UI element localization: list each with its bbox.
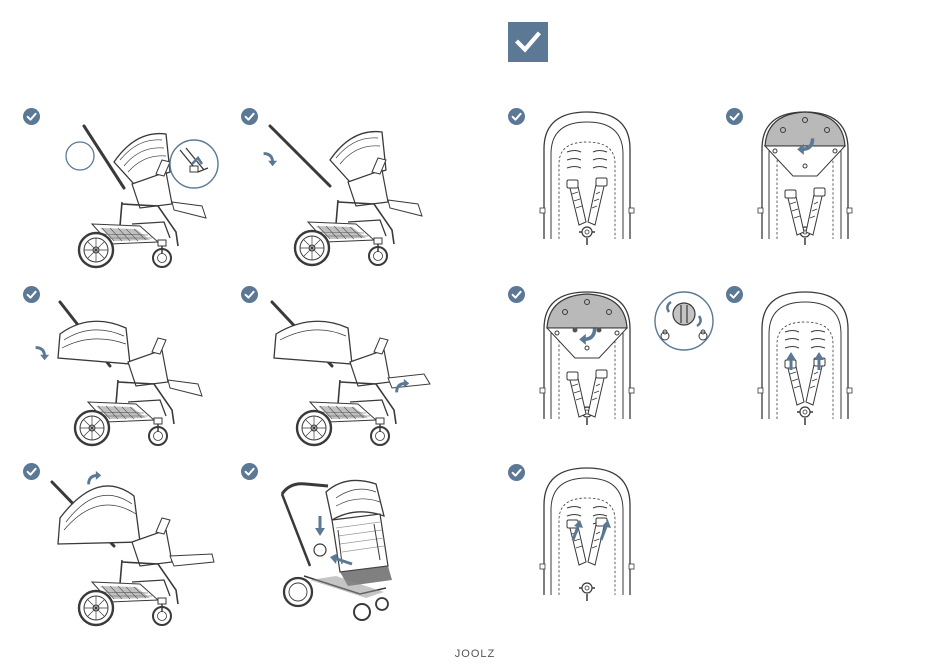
checkmark-icon — [508, 22, 548, 62]
check-circle-icon — [726, 286, 743, 303]
stroller-step-3-illustration — [30, 298, 210, 448]
check-circle-icon — [508, 108, 525, 125]
check-circle-icon — [241, 108, 258, 125]
check-circle-icon — [23, 463, 40, 480]
stroller-step-6-illustration — [276, 476, 406, 626]
brand-logo: JOOLZ — [0, 648, 950, 660]
seat-harness-step-5-illustration — [539, 460, 635, 606]
check-circle-icon — [726, 108, 743, 125]
detail-circle-handle — [168, 138, 220, 190]
seat-harness-step-2-illustration — [757, 104, 853, 250]
stroller-step-5-illustration — [40, 470, 220, 628]
check-circle-icon — [508, 286, 525, 303]
check-circle-icon — [508, 464, 525, 481]
seat-harness-step-4-illustration — [757, 284, 853, 430]
stroller-step-2-illustration — [260, 118, 440, 270]
seat-harness-step-3-illustration — [539, 284, 635, 430]
stroller-step-4-illustration — [262, 298, 442, 448]
check-circle-icon — [241, 286, 258, 303]
header-checkmark-box — [508, 22, 548, 62]
check-circle-icon — [241, 463, 258, 480]
seat-harness-step-1-illustration — [539, 104, 635, 250]
check-circle-icon — [23, 108, 40, 125]
detail-circle-fastener — [651, 290, 717, 352]
